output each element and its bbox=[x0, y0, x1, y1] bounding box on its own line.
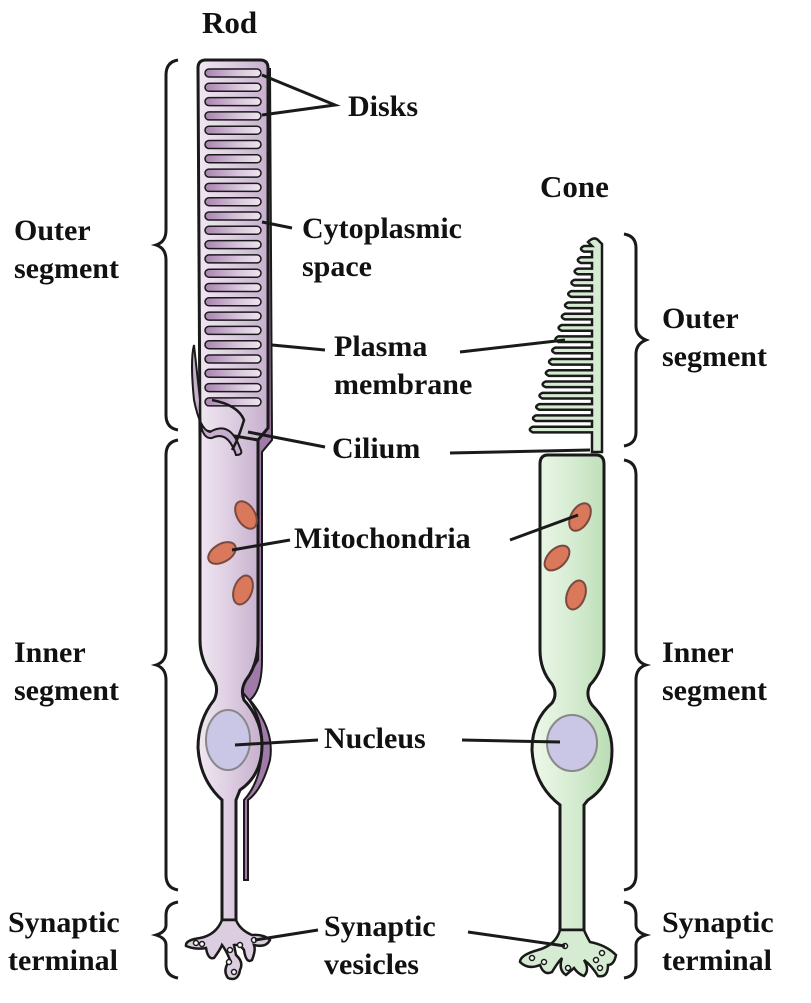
leader-plasma-rod bbox=[271, 343, 326, 352]
rod-disk bbox=[204, 282, 262, 293]
label-synaptic-vesicles: Synaptic vesicles bbox=[324, 910, 436, 981]
rod-disk bbox=[204, 354, 262, 364]
rod-disk bbox=[204, 154, 262, 164]
rod-disk bbox=[204, 225, 262, 236]
rod-disk bbox=[204, 196, 262, 207]
rod-disk bbox=[204, 297, 262, 307]
rod-disk bbox=[204, 211, 262, 221]
leader-vesicles-cone bbox=[467, 930, 566, 948]
rod-disk bbox=[204, 325, 262, 336]
bracket-rod-inner bbox=[150, 438, 179, 892]
leader-lines bbox=[231, 73, 591, 948]
rod-disk bbox=[204, 339, 262, 350]
leader-cilium-cone bbox=[449, 448, 591, 455]
rod-disk bbox=[204, 68, 262, 78]
leader-mito-rod bbox=[231, 538, 291, 552]
leader-mito-cone bbox=[509, 513, 579, 542]
leader-cytoplasmic bbox=[261, 220, 293, 230]
cone-mitochondria bbox=[543, 502, 592, 611]
rod-nucleus bbox=[205, 709, 251, 771]
rod-disk bbox=[204, 268, 262, 278]
label-plasma-membrane: Plasma membrane bbox=[334, 330, 473, 401]
rod-disk bbox=[204, 368, 262, 379]
rod-disk bbox=[204, 111, 262, 121]
label-cilium: Cilium bbox=[332, 432, 421, 465]
bracket-cone-synaptic bbox=[623, 900, 652, 980]
rod-mitochondria bbox=[207, 500, 258, 606]
bracket-rod-synaptic bbox=[150, 900, 179, 980]
leader-nucleus-rod bbox=[234, 738, 319, 747]
rod-disk bbox=[204, 82, 262, 93]
label-cone-inner-segment: Inner segment bbox=[662, 636, 767, 707]
cone-outer-segment bbox=[528, 237, 604, 454]
rod-disk bbox=[204, 168, 262, 178]
rod-disk bbox=[204, 311, 262, 321]
rod-disk bbox=[204, 182, 262, 193]
label-disks: Disks bbox=[348, 90, 419, 123]
leader-vesicles-rod bbox=[254, 928, 319, 942]
label-rod-synaptic-terminal: Synaptic terminal bbox=[8, 906, 120, 977]
rod-cell bbox=[184, 58, 274, 981]
label-cytoplasmic-space: Cytoplasmic space bbox=[302, 212, 462, 283]
leader-plasma-cone bbox=[459, 338, 566, 354]
label-mitochondria: Mitochondria bbox=[294, 522, 471, 555]
rod-disk bbox=[204, 254, 262, 264]
label-cone-synaptic-terminal: Synaptic terminal bbox=[662, 906, 774, 977]
rod-disk bbox=[204, 96, 262, 107]
rod-disk bbox=[204, 397, 262, 407]
cilium bbox=[211, 398, 246, 451]
rod-disks bbox=[204, 68, 262, 407]
rod-disk bbox=[204, 125, 262, 135]
leader-disks bbox=[261, 73, 341, 117]
cone-inner-segment bbox=[530, 453, 614, 932]
label-nucleus: Nucleus bbox=[324, 722, 426, 755]
bracket-rod-outer bbox=[150, 58, 179, 432]
leader-nucleus-cone bbox=[461, 738, 561, 744]
rod-disk bbox=[204, 239, 262, 250]
label-rod-outer-segment: Outer segment bbox=[14, 214, 119, 285]
cone-title: Cone bbox=[540, 169, 609, 204]
rod-title: Rod bbox=[202, 5, 258, 40]
label-rod-inner-segment: Inner segment bbox=[14, 636, 119, 707]
bracket-cone-outer bbox=[623, 232, 651, 448]
cone-cell bbox=[518, 237, 618, 978]
leader-cilium-rod bbox=[247, 430, 326, 449]
rod-disk bbox=[204, 139, 262, 150]
bracket-cone-inner bbox=[623, 458, 652, 892]
label-cone-outer-segment: Outer segment bbox=[662, 302, 767, 373]
brackets bbox=[150, 58, 652, 980]
rod-disk bbox=[204, 382, 262, 393]
rod-vesicles bbox=[192, 936, 258, 976]
